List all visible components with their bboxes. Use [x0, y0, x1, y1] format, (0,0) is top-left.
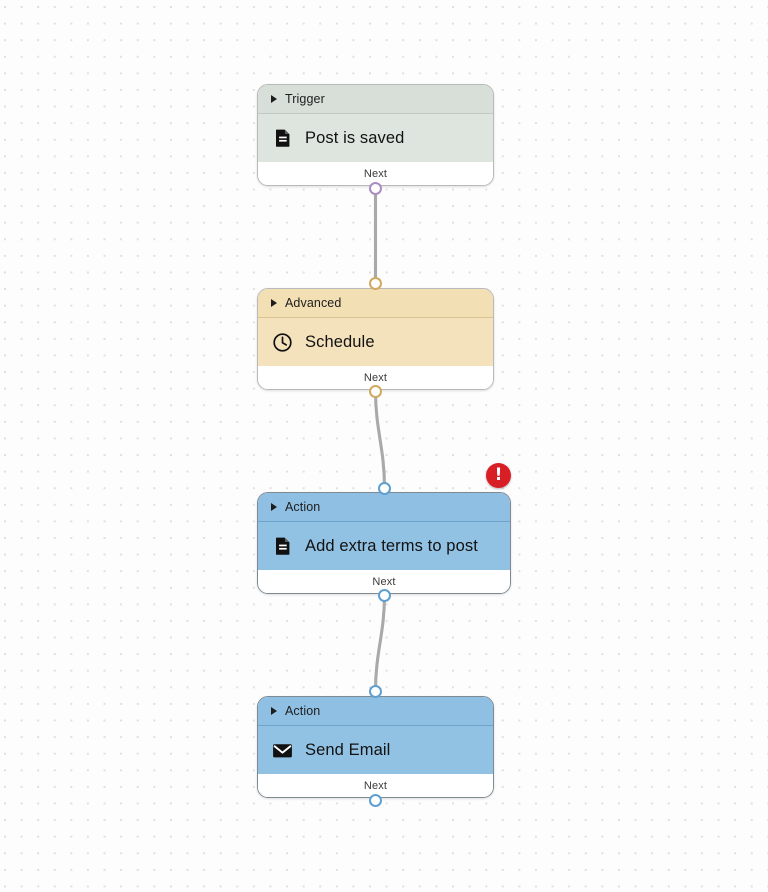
node-divider — [258, 725, 493, 726]
node-body-trigger-post-is-saved[interactable]: Post is saved — [258, 114, 493, 162]
node-header-action-send-email[interactable]: Action — [258, 697, 493, 725]
node-footer-next-action-send-email[interactable]: Next — [258, 774, 493, 797]
node-divider — [258, 113, 493, 114]
node-footer-label: Next — [363, 371, 388, 384]
node-title-label: Post is saved — [305, 128, 405, 147]
node-category-label: Advanced — [285, 296, 342, 310]
port-advanced-out[interactable] — [369, 384, 382, 398]
port-action2-in[interactable] — [369, 684, 382, 698]
port-action1-out[interactable] — [378, 588, 391, 602]
node-divider — [258, 521, 510, 522]
node-title-label: Schedule — [305, 332, 375, 351]
node-header-trigger-post-is-saved[interactable]: Trigger — [258, 85, 493, 113]
port-action1-in[interactable] — [378, 481, 391, 495]
port-advanced-in[interactable] — [369, 276, 382, 290]
error-badge-icon[interactable]: ! — [486, 463, 511, 488]
document-icon — [272, 536, 293, 557]
edge-action1-to-action2[interactable] — [373, 593, 387, 693]
node-body-action-send-email[interactable]: Send Email — [258, 726, 493, 774]
node-category-label: Action — [285, 704, 321, 718]
node-footer-label: Next — [363, 779, 388, 792]
chevron-right-icon[interactable] — [271, 503, 277, 511]
error-badge-glyph: ! — [494, 464, 503, 485]
node-footer-next-action-add-extra-terms-to-post[interactable]: Next — [258, 570, 510, 593]
port-action2-out[interactable] — [369, 793, 382, 807]
chevron-right-icon[interactable] — [271, 707, 277, 715]
node-title-label: Add extra terms to post — [305, 536, 478, 555]
node-category-label: Trigger — [285, 92, 325, 106]
node-body-action-add-extra-terms-to-post[interactable]: Add extra terms to post — [258, 522, 510, 570]
port-trigger-out[interactable] — [369, 181, 382, 195]
clock-icon — [272, 332, 293, 353]
node-header-advanced-schedule[interactable]: Advanced — [258, 289, 493, 317]
node-header-action-add-extra-terms-to-post[interactable]: Action — [258, 493, 510, 521]
node-footer-label: Next — [372, 575, 396, 588]
node-footer-next-trigger-post-is-saved[interactable]: Next — [258, 162, 493, 185]
chevron-right-icon[interactable] — [271, 299, 277, 307]
envelope-icon — [272, 740, 293, 761]
node-body-advanced-schedule[interactable]: Schedule — [258, 318, 493, 366]
node-divider — [258, 317, 493, 318]
node-category-label: Action — [285, 500, 321, 514]
chevron-right-icon[interactable] — [271, 95, 277, 103]
node-title-label: Send Email — [305, 740, 391, 759]
document-icon — [272, 128, 293, 149]
node-footer-next-advanced-schedule[interactable]: Next — [258, 366, 493, 389]
edge-advanced-to-action1[interactable] — [373, 389, 387, 490]
node-footer-label: Next — [363, 167, 388, 180]
